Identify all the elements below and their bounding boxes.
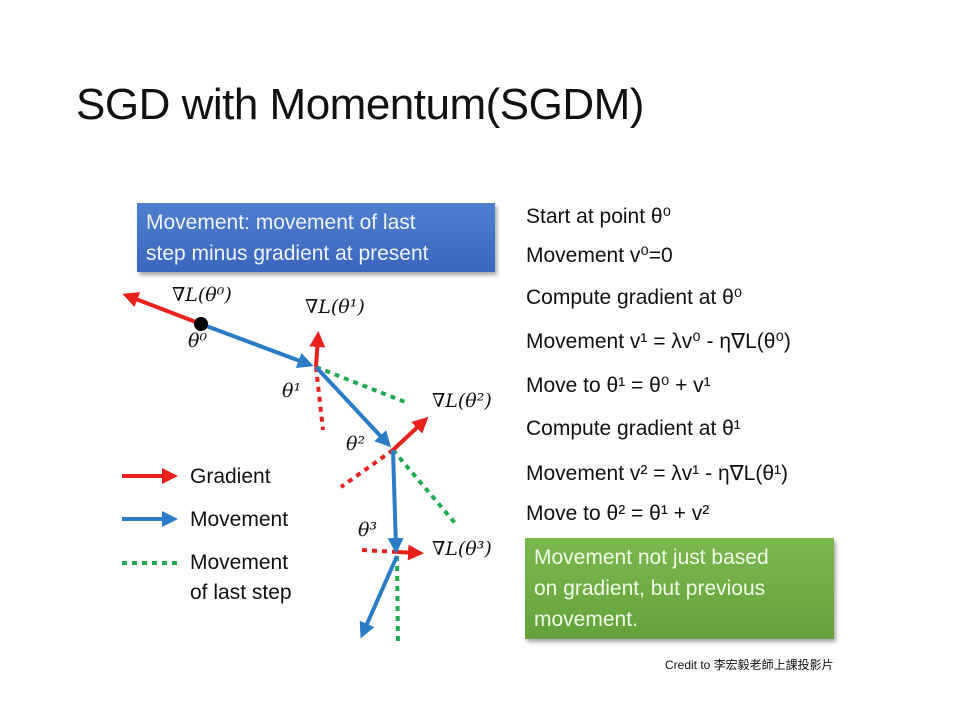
step: Compute gradient at θ⁰ xyxy=(526,286,743,309)
legend-last-step: Movement of last step xyxy=(190,548,292,608)
callout-line: Movement not just based xyxy=(534,546,769,569)
negative-gradient-line xyxy=(339,448,395,489)
grad0-label: ∇L(θ⁰) xyxy=(172,284,232,306)
theta2-label: θ² xyxy=(346,433,366,455)
step: Movement v¹ = λv⁰ - η∇L(θ⁰) xyxy=(526,330,791,353)
gradient-arrow xyxy=(396,544,424,561)
grad2-label: ∇L(θ²) xyxy=(432,390,492,412)
legend-last-step-line1: Movement xyxy=(190,551,289,574)
step: Start at point θ⁰ xyxy=(526,205,672,228)
gradient-arrow xyxy=(122,292,202,326)
grad1-label: ∇L(θ¹) xyxy=(305,296,365,318)
slide-title: SGD with Momentum(SGDM) xyxy=(76,80,644,129)
start-point xyxy=(194,317,208,331)
step: Movement v⁰=0 xyxy=(526,244,673,267)
movement-arrow xyxy=(200,322,314,368)
callout-line: movement. xyxy=(534,608,638,631)
gradient-arrow xyxy=(391,416,429,452)
negative-gradient-line xyxy=(361,548,398,554)
step: Move to θ¹ = θ⁰ + v¹ xyxy=(526,374,711,397)
callout-line: step minus gradient at present xyxy=(146,242,429,265)
step: Move to θ² = θ¹ + v² xyxy=(526,502,710,525)
last-step-line xyxy=(315,365,406,404)
movement-arrow xyxy=(387,449,404,554)
last-step-line xyxy=(395,555,400,646)
summary-callout: Movement not just based on gradient, but… xyxy=(525,538,834,639)
credit-text: Credit to 李宏毅老師上課投影片 xyxy=(665,658,834,672)
theta3-label: θ³ xyxy=(358,519,378,541)
last-step-line xyxy=(391,448,457,525)
callout-line: on gradient, but previous xyxy=(534,577,766,600)
movement-arrow xyxy=(359,555,399,639)
negative-gradient-line xyxy=(314,366,325,431)
definition-callout: Movement: movement of last step minus gr… xyxy=(137,203,495,272)
grad3-label: ∇L(θ³) xyxy=(432,538,492,560)
theta0-label: θ⁰ xyxy=(188,330,208,352)
movement-arrow xyxy=(314,365,392,448)
legend-gradient: Gradient xyxy=(190,465,271,488)
gradient-arrow xyxy=(309,331,326,368)
step: Movement v² = λv¹ - η∇L(θ¹) xyxy=(526,462,789,485)
step: Compute gradient at θ¹ xyxy=(526,417,741,440)
legend-movement: Movement xyxy=(190,508,289,531)
theta1-label: θ¹ xyxy=(282,380,302,402)
legend-last-step-line2: of last step xyxy=(190,581,292,604)
callout-line: Movement: movement of last xyxy=(146,211,416,234)
